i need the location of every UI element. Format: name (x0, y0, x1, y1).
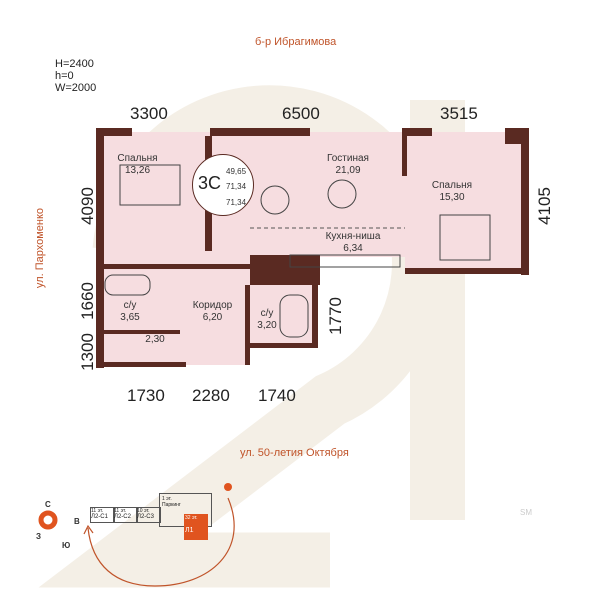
apartment-badge: 3С 49,65 71,34 71,34 (192, 154, 254, 216)
dim-left-2: 1660 (78, 282, 97, 320)
room-name: с/у (123, 300, 137, 311)
apartment-type: 3С (198, 173, 222, 193)
param-w: W=2000 (55, 82, 97, 94)
compass-south: Ю (62, 541, 71, 550)
window-params: H=2400 h=0 W=2000 (55, 58, 96, 94)
room-area: 6,20 (202, 312, 223, 323)
room-area: 2,30 (145, 334, 165, 345)
block-name: Л2-С1 (91, 514, 108, 520)
dim-left-3: 1300 (78, 333, 97, 371)
dim-bottom-3: 1740 (258, 386, 296, 405)
block-l2-c3: 10 эт.Л2-С3 (136, 507, 161, 523)
room-name: Спальня (431, 180, 473, 191)
block-floors: 11 эт. (114, 508, 127, 514)
room-area: 6,34 (343, 243, 363, 254)
room-area: 3,65 (120, 312, 140, 323)
room-name: Спальня (117, 153, 158, 164)
block-floors: 32 эт. (185, 515, 198, 521)
room-name: с/у (260, 308, 274, 319)
total-area-alt: 71,34 (226, 198, 247, 207)
room-name: Кухня-ниша (325, 231, 381, 242)
dim-top-1: 3300 (130, 104, 168, 123)
block-l2-c2: 11 эт.Л2-С2 (113, 507, 138, 523)
room-area: 15,30 (439, 192, 465, 203)
room-area: 21,09 (335, 165, 361, 176)
compass-west: З (36, 532, 42, 541)
block-name: Л1 (185, 527, 194, 534)
block-name: Паркинг (162, 502, 181, 508)
room-name: Гостиная (327, 153, 369, 164)
dim-right-2: 1770 (326, 297, 345, 335)
block-l1-current: 32 эт. Л1 (184, 514, 208, 540)
dim-top-2: 6500 (282, 104, 320, 123)
block-name: Л2-С2 (114, 514, 131, 520)
param-sill: h=0 (55, 70, 74, 82)
street-bottom: ул. 50-летия Октября (240, 447, 349, 459)
dim-right-1: 4105 (535, 187, 554, 225)
watermark-text: SM (520, 508, 532, 517)
block-floors: 10 эт. (137, 508, 150, 514)
compass-east: В (74, 517, 80, 526)
living-area: 49,65 (226, 167, 247, 176)
street-top: б-р Ибрагимова (255, 36, 337, 48)
dim-top-3: 3515 (440, 104, 478, 123)
block-floors: 11 эт. (91, 508, 104, 514)
block-l2-c1: 11 эт.Л2-С1 (90, 507, 115, 523)
room-storage: 2,30 (140, 334, 170, 346)
param-h: H=2400 (55, 58, 94, 70)
room-area: 13,26 (124, 165, 151, 176)
block-name: Л2-С3 (137, 514, 154, 520)
room-area: 3,20 (257, 320, 277, 331)
block-floors: 1 эт. (162, 496, 172, 502)
dim-bottom-2: 2280 (192, 386, 230, 405)
total-area: 71,34 (226, 182, 247, 191)
sun-path (38, 483, 235, 587)
compass-north: С (45, 500, 51, 509)
dim-left-1: 4090 (78, 187, 97, 225)
room-name: Коридор (192, 300, 233, 311)
dim-bottom-1: 1730 (127, 386, 165, 405)
